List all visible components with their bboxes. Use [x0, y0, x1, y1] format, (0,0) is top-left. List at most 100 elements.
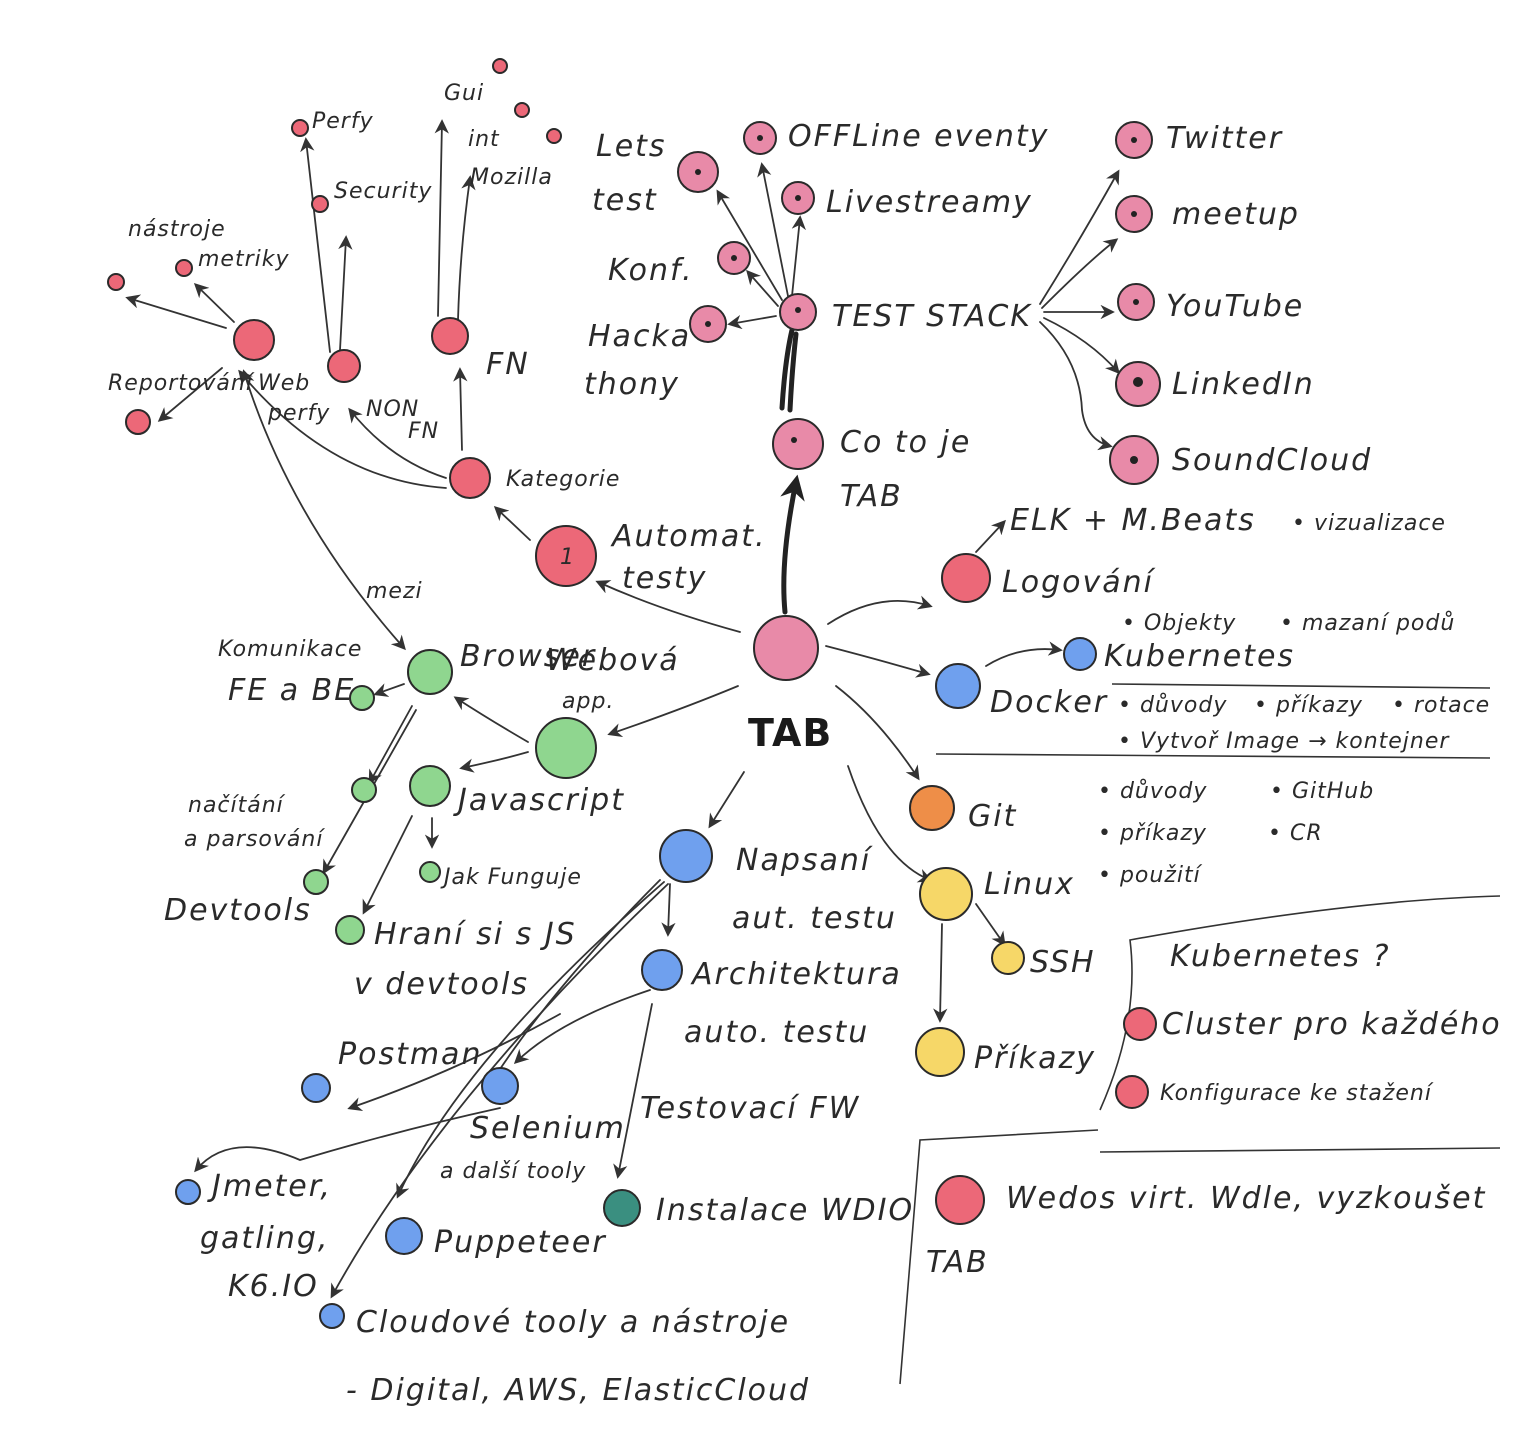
node-logovani[interactable]	[941, 553, 991, 603]
node-kategorie[interactable]	[449, 457, 491, 499]
node-javascript[interactable]	[409, 765, 451, 807]
label-security: Security	[334, 179, 432, 204]
node-mozilla[interactable]	[546, 128, 562, 144]
label-linkedin: LinkedIn	[1172, 367, 1315, 402]
node-puppeteer[interactable]	[385, 1217, 423, 1255]
node-jakfunguje[interactable]	[419, 861, 441, 883]
label-nacitani-1: načítání	[188, 793, 286, 818]
node-komunikace[interactable]	[349, 685, 375, 711]
node-security[interactable]	[311, 195, 329, 213]
label-nonfn-1: NON	[366, 397, 419, 422]
node-prikazy[interactable]	[915, 1027, 965, 1077]
label-napsani-1: Napsaní	[736, 843, 873, 878]
label-automat-badge: 1	[560, 545, 575, 570]
label-postman: Postman	[338, 1037, 482, 1072]
label-konf: Konf.	[608, 253, 694, 288]
node-nastroje[interactable]	[107, 273, 125, 291]
node-devtools[interactable]	[303, 869, 329, 895]
label-weboapp-1: Webová	[546, 643, 680, 678]
label-weboapp-2: app.	[562, 689, 614, 714]
label-jmeter-3: K6.IO	[228, 1269, 319, 1304]
node-reporting[interactable]	[125, 409, 151, 435]
label-git-b4: • CR	[1268, 821, 1323, 846]
node-git[interactable]	[909, 785, 955, 831]
node-fn[interactable]	[431, 317, 469, 355]
node-automat[interactable]	[535, 525, 597, 587]
node-architektura[interactable]	[641, 949, 683, 991]
node-cotoje[interactable]	[772, 418, 824, 470]
label-hacka: Hacka	[588, 319, 691, 354]
label-elk: ELK + M.Beats	[1010, 503, 1256, 538]
label-viz: • vizualizace	[1292, 511, 1446, 536]
node-cloud[interactable]	[319, 1303, 345, 1329]
node-napsani[interactable]	[659, 829, 713, 883]
node-instalace[interactable]	[603, 1189, 641, 1227]
node-weboapp[interactable]	[535, 717, 597, 779]
label-architektura-1: Architektura	[690, 957, 902, 992]
label-selenium-2: a další tooly	[440, 1159, 586, 1184]
node-perfy[interactable]	[291, 119, 309, 137]
label-kubebox-2: Konfigurace ke stažení	[1160, 1081, 1434, 1106]
label-testovaci: Testovací FW	[640, 1091, 860, 1126]
label-mezi: mezi	[366, 579, 423, 604]
label-architektura-2: auto. testu	[684, 1015, 869, 1050]
label-kubebox-title: Kubernetes ?	[1170, 939, 1391, 974]
label-docker-row2: • Vytvoř Image → kontejner	[1118, 729, 1450, 754]
label-automat-1: Automat.	[610, 519, 767, 554]
label-browser: Browser	[460, 639, 596, 674]
node-postman[interactable]	[301, 1073, 331, 1103]
label-linux: Linux	[984, 867, 1075, 902]
node-wedos[interactable]	[935, 1175, 985, 1225]
label-cotoje-1: Co to je	[840, 425, 971, 460]
node-konfigurace[interactable]	[1115, 1075, 1149, 1109]
node-nacitani[interactable]	[351, 777, 377, 803]
label-git-b2: • GitHub	[1270, 779, 1374, 804]
label-soundcloud: SoundCloud	[1172, 443, 1372, 478]
label-javascript: Javascript	[453, 783, 625, 818]
label-meetup: meetup	[1172, 197, 1300, 232]
label-jmeter-1: Jmeter,	[207, 1169, 332, 1204]
label-nastroje: nástroje	[128, 217, 226, 242]
label-nacitani-2: a parsování	[184, 827, 325, 852]
node-selenium[interactable]	[481, 1067, 519, 1105]
node-cluster[interactable]	[1123, 1007, 1157, 1041]
label-mozilla: Mozilla	[470, 165, 553, 190]
node-hrani[interactable]	[335, 915, 365, 945]
label-git-b1: • důvody	[1098, 778, 1207, 804]
node-metriky[interactable]	[175, 259, 193, 277]
label-cotoje-2: TAB	[840, 479, 903, 514]
label-prikazy: Příkazy	[974, 1041, 1096, 1076]
label-teststack: TEST STACK	[832, 299, 1032, 334]
node-browser[interactable]	[407, 649, 453, 695]
nodes	[107, 58, 1161, 1329]
node-int[interactable]	[514, 102, 530, 118]
label-test: test	[592, 183, 658, 218]
label-docker: Docker	[990, 685, 1108, 720]
label-git-b5: • použití	[1098, 863, 1203, 888]
label-metriky: metriky	[198, 247, 290, 272]
node-gui[interactable]	[492, 58, 508, 74]
node-linux[interactable]	[919, 867, 973, 921]
node-nonfn[interactable]	[327, 349, 361, 383]
label-wedos-2: TAB	[926, 1245, 989, 1280]
label-jmeter-2: gatling,	[200, 1221, 329, 1256]
label-docker-top-1: • Objekty	[1122, 611, 1236, 636]
label-logovani: Logování	[1002, 565, 1156, 600]
node-webperfy[interactable]	[233, 319, 275, 361]
label-docker-row1-3: • rotace	[1392, 693, 1490, 718]
label-selenium-1: Selenium	[470, 1111, 626, 1146]
label-napsani-2: aut. testu	[732, 901, 897, 936]
node-jmeter[interactable]	[175, 1179, 201, 1205]
node-tab[interactable]	[753, 615, 819, 681]
node-ssh[interactable]	[991, 941, 1025, 975]
label-kubernetes: Kubernetes	[1104, 639, 1295, 674]
label-tab: TAB	[748, 711, 832, 755]
label-instalace: Instalace WDIO	[656, 1193, 914, 1228]
label-puppeteer: Puppeteer	[434, 1225, 607, 1260]
label-cloud-1: Cloudové tooly a nástroje	[356, 1305, 790, 1340]
label-jakfunguje: Jak Funguje	[440, 865, 582, 890]
node-docker[interactable]	[935, 663, 981, 709]
label-automat-2: testy	[622, 561, 707, 596]
node-kubernetes[interactable]	[1063, 637, 1097, 671]
